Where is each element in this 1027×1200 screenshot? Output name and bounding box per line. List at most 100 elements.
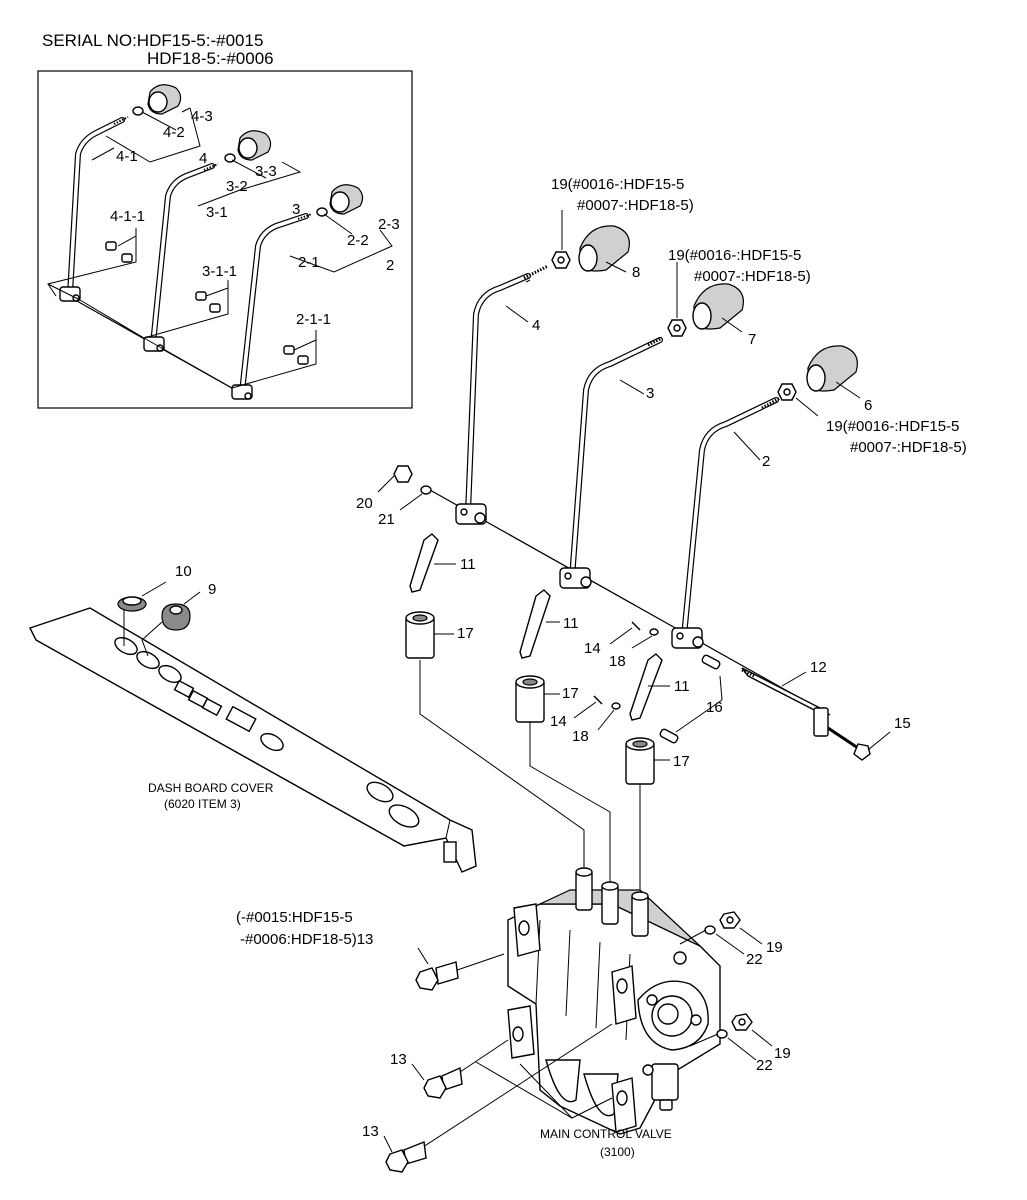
inset-lever-2-1 — [240, 214, 308, 394]
label-3: 3 — [292, 201, 300, 218]
shaft-end-bracket — [813, 707, 829, 737]
callout-11-c: 11 — [674, 678, 690, 695]
callout-19-lever-3-line2: #0007-:HDF18-5) — [694, 268, 811, 285]
inset-lever-4-1 — [68, 118, 124, 296]
callout-21: 21 — [378, 511, 395, 528]
label-2-2: 2-2 — [347, 232, 369, 249]
callout-14-a: 14 — [584, 640, 601, 657]
label-3-1: 3-1 — [206, 204, 228, 221]
spool-2 — [601, 881, 619, 925]
spool-1 — [575, 867, 593, 911]
callout-22-lower: 22 — [756, 1057, 773, 1074]
callout-11-a: 11 — [460, 556, 476, 573]
link-11-b — [519, 589, 551, 659]
sleeve-17-a — [405, 611, 435, 659]
callout-9: 9 — [208, 581, 216, 598]
label-4: 4 — [199, 150, 207, 167]
callout-18-b: 18 — [572, 728, 589, 745]
label-2-1-1: 2-1-1 — [296, 311, 331, 328]
lever-3 — [570, 338, 662, 580]
inset-lever-3-1 — [151, 164, 214, 346]
knob-7 — [692, 283, 744, 330]
boot-10 — [117, 596, 147, 612]
cotter-pin-14-b — [593, 695, 603, 705]
spool-3 — [631, 891, 649, 937]
callout-19-lever-2-line1: 19(#0016-:HDF15-5 — [826, 418, 959, 435]
note-dash-board-cover: DASH BOARD COVER — [148, 781, 274, 795]
link-11-c — [629, 653, 663, 721]
callout-10: 10 — [175, 563, 192, 580]
inset-pin-4-1-1a — [105, 241, 117, 251]
washer-18-b — [611, 702, 621, 710]
callout-17-c: 17 — [673, 753, 690, 770]
callout-19-valve-upper: 19 — [766, 939, 783, 956]
pin-16-a — [701, 654, 721, 670]
callout-19-lever-3-line1: 19(#0016-:HDF15-5 — [668, 247, 801, 264]
label-3-1-1: 3-1-1 — [202, 263, 237, 280]
callout-22-upper: 22 — [746, 951, 763, 968]
bolt-15 — [827, 726, 871, 761]
dash-board-cover — [29, 581, 477, 873]
pin-16-b — [659, 728, 679, 744]
boot-9 — [161, 603, 191, 631]
inset-pin-3-1-1b — [209, 303, 221, 313]
relief-valve — [642, 1063, 679, 1111]
label-4-2: 4-2 — [163, 124, 185, 141]
link-11-a — [409, 533, 439, 593]
callout-17-b: 17 — [562, 685, 579, 702]
washer-18-a — [649, 628, 659, 636]
inset-nut-4-2 — [132, 106, 144, 116]
callout-4: 4 — [532, 317, 540, 334]
callout-7: 7 — [748, 331, 756, 348]
callout-13-c: 13 — [362, 1123, 379, 1140]
washer-21 — [420, 485, 432, 495]
callout-19-lever-4-line1: 19(#0016-:HDF15-5 — [551, 176, 684, 193]
cotter-pin-14-a — [631, 621, 641, 631]
knob-6 — [806, 345, 858, 392]
valve-lug-upper-right — [611, 965, 637, 1025]
callout-8: 8 — [632, 264, 640, 281]
callout-13-b: 13 — [390, 1051, 407, 1068]
bolt-13-a — [415, 953, 505, 991]
callout-16: 16 — [706, 699, 723, 716]
bolt-13-b — [423, 1039, 509, 1099]
callout-19-lever-2-line2: #0007-:HDF18-5) — [850, 439, 967, 456]
serial-number-line-1: SERIAL NO:HDF15-5:-#0015 — [42, 31, 263, 50]
callout-14-b: 14 — [550, 713, 567, 730]
callout-18-a: 18 — [609, 653, 626, 670]
callout-20: 20 — [356, 495, 373, 512]
lever-2 — [682, 398, 778, 638]
label-4-1-1: 4-1-1 — [110, 208, 145, 225]
note-dash-board-item: (6020 ITEM 3) — [164, 797, 241, 811]
callout-15: 15 — [894, 715, 911, 732]
label-3-2: 3-2 — [226, 178, 248, 195]
label-4-1: 4-1 — [116, 148, 138, 165]
knob-8 — [578, 225, 630, 272]
lever-4 — [466, 274, 530, 514]
callout-19-lever-4-line2: #0007-:HDF18-5) — [577, 197, 694, 214]
inset-pin-3-1-1a — [195, 291, 207, 301]
callout-2: 2 — [762, 453, 770, 470]
callout-3: 3 — [646, 385, 654, 402]
inset-pin-2-1-1a — [283, 345, 295, 355]
inset-frame — [37, 70, 413, 409]
callout-12: 12 — [810, 659, 827, 676]
dash-board-tab — [443, 841, 457, 863]
callout-6: 6 — [864, 397, 872, 414]
label-3-3: 3-3 — [255, 163, 277, 180]
note-main-control-valve: MAIN CONTROL VALVE — [540, 1127, 672, 1141]
valve-port — [637, 951, 709, 1051]
inset-previous-version: 4-3 4-2 4-1 4 3-3 3-2 3-1 3 2-3 2-2 2-1 … — [37, 70, 413, 409]
main-lever-assembly — [377, 210, 891, 785]
bolt-13-c — [385, 1023, 613, 1173]
inset-pin-2-1-1b — [297, 355, 309, 365]
label-2-3: 2-3 — [378, 216, 400, 233]
sleeve-17-c — [625, 737, 655, 785]
label-2: 2 — [386, 257, 394, 274]
callout-13-a-line1: (-#0015:HDF15-5 — [236, 909, 353, 926]
cross-shaft — [429, 489, 831, 716]
washer-22-upper — [704, 925, 716, 935]
callout-17-a: 17 — [457, 625, 474, 642]
label-4-3: 4-3 — [191, 108, 213, 125]
